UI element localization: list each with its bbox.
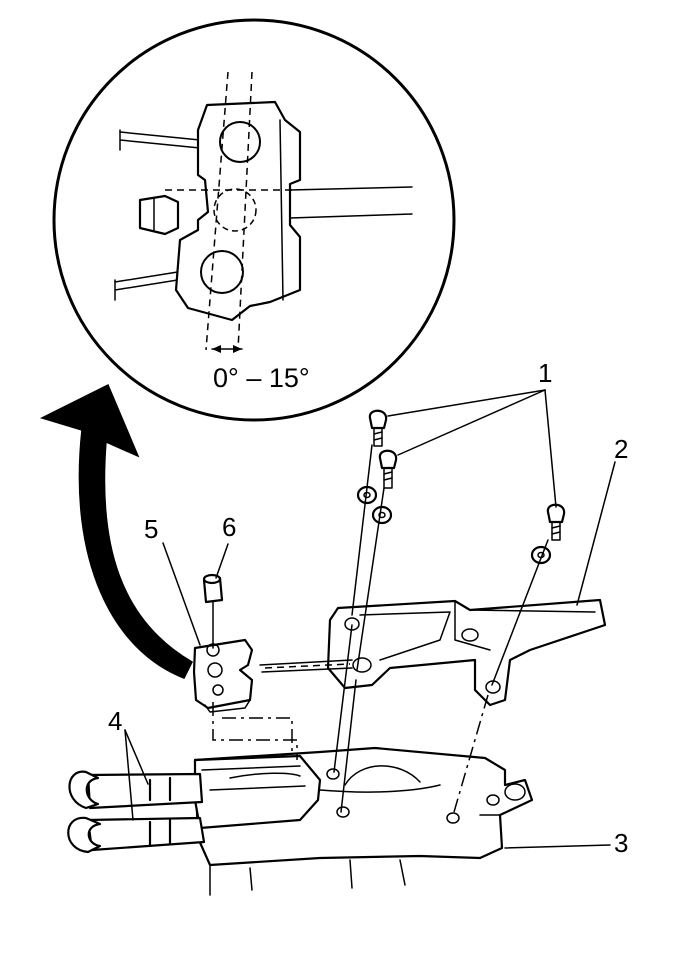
callout-1: 1 [538,358,552,388]
retaining-pin [202,573,224,649]
angle-arrow [211,345,243,353]
washer-b [371,505,393,525]
detail-rods [114,129,413,301]
cable-housing [193,754,322,830]
callout-6: 6 [222,512,236,542]
detail-view: 0° – 15° [52,18,456,422]
detail-hole-middle [213,188,257,232]
bolt-b [378,449,398,489]
clip-hole-bottom [212,684,224,696]
alignment-lines [333,444,549,813]
clip-hole-middle [207,662,223,678]
detail-hole-top [219,121,261,163]
washer-c [530,545,552,565]
cables [67,770,206,854]
magnify-arrow [39,383,193,679]
angle-label: 0° – 15° [213,363,310,393]
lever-bracket [326,598,607,707]
base-hole-3 [446,812,460,824]
detail-hole-bottom [200,250,244,294]
callout-5: 5 [144,514,158,544]
callout-4: 4 [108,706,122,736]
leader-lines [124,389,616,849]
base-hole-2 [336,806,350,818]
bolts [356,409,566,565]
base-hole-1 [326,768,340,780]
callout-3: 3 [614,828,628,858]
bolt-a [368,409,388,447]
adjuster-clip [192,638,254,713]
bolt-c [546,503,566,541]
callout-2: 2 [614,434,628,464]
